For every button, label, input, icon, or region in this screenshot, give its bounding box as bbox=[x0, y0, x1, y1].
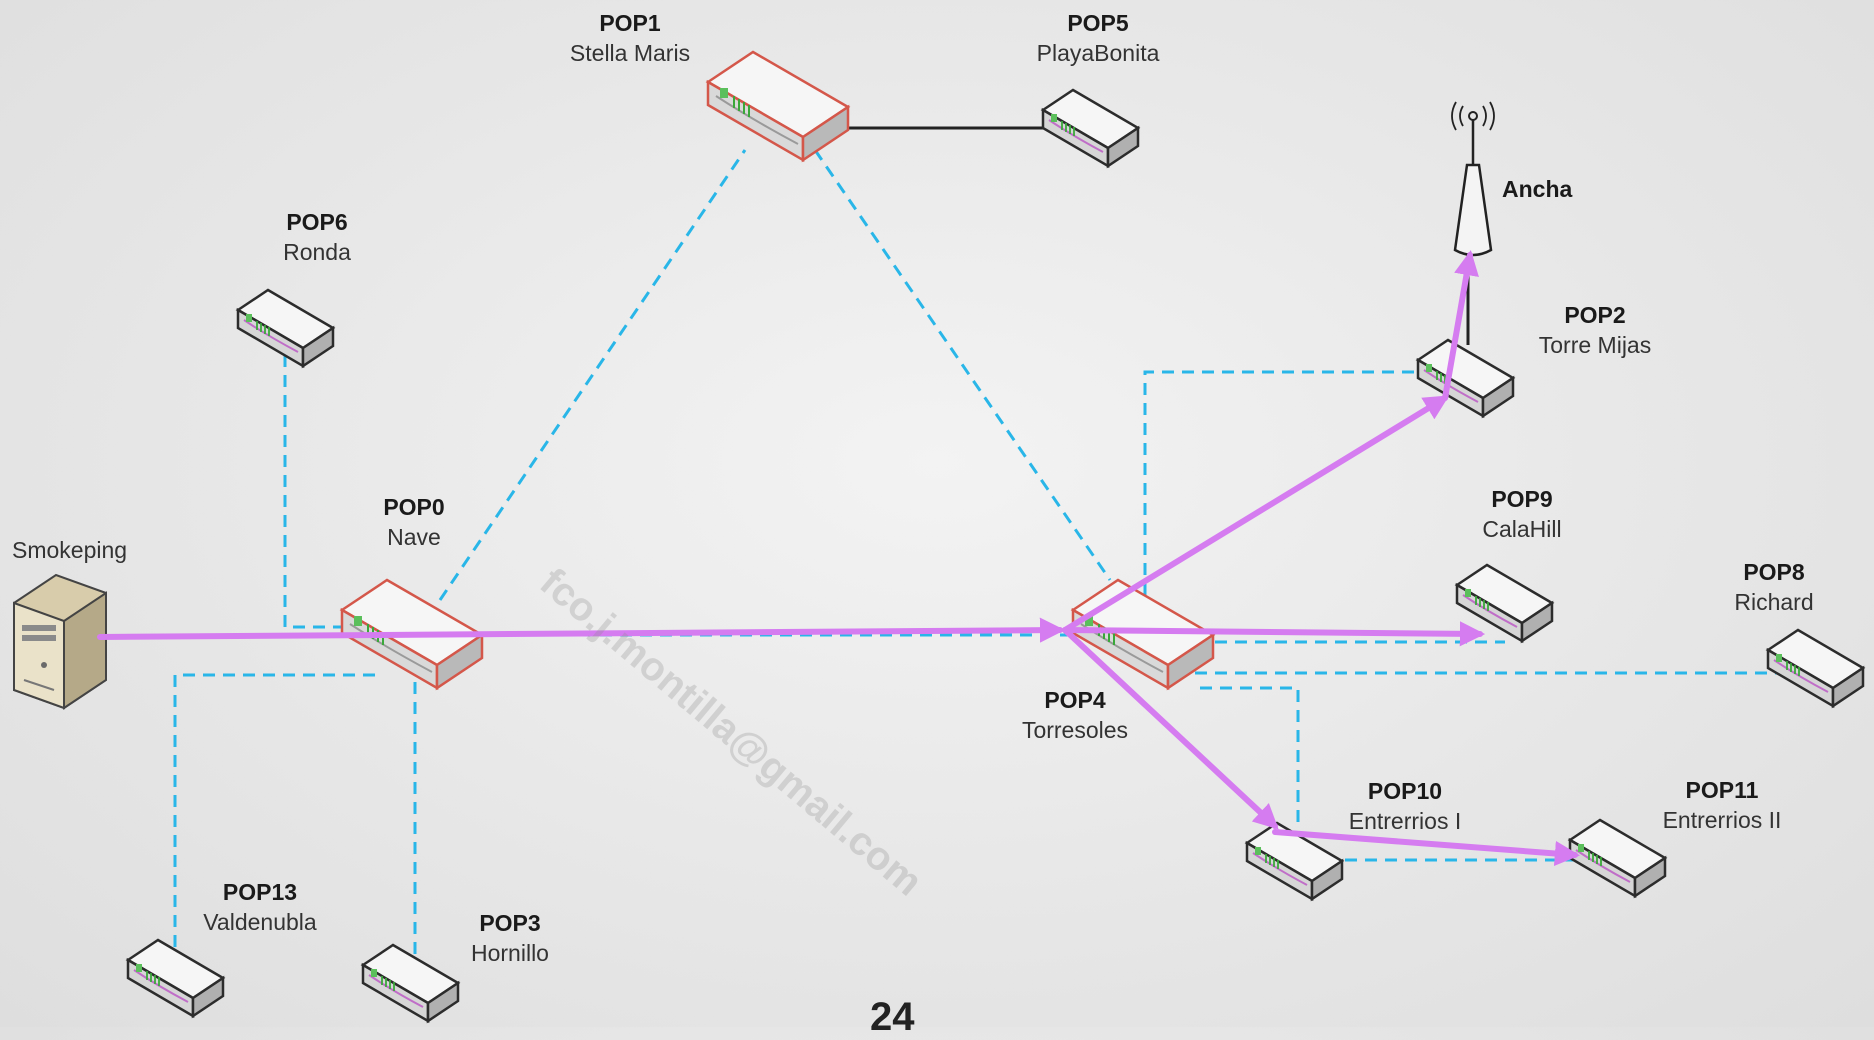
route-pop4-pop2 bbox=[1062, 395, 1450, 633]
link-pop1-pop4 bbox=[813, 149, 1112, 581]
pop1-router-icon bbox=[706, 50, 850, 162]
pop11-label: POP11 Entrerrios II bbox=[1644, 775, 1800, 835]
pop3-name: POP3 bbox=[479, 910, 541, 936]
pop9-name: POP9 bbox=[1491, 486, 1553, 512]
route-pop2-antenna bbox=[1442, 250, 1479, 401]
pop9-device-icon bbox=[1455, 563, 1554, 643]
pop5-site: PlayaBonita bbox=[1036, 40, 1160, 66]
pop11-site: Entrerrios II bbox=[1662, 807, 1782, 833]
smokeping-label: Smokeping bbox=[12, 537, 128, 563]
route-smokeping-pop4 bbox=[97, 617, 1066, 643]
pop3-device-icon bbox=[361, 943, 460, 1023]
page-number: 24 bbox=[870, 995, 915, 1039]
pop2-label: POP2 Torre Mijas bbox=[1525, 300, 1665, 360]
pop6-site: Ronda bbox=[283, 239, 351, 265]
pop2-site: Torre Mijas bbox=[1538, 332, 1652, 358]
route-pop10-pop11 bbox=[1272, 829, 1581, 867]
link-pop0-pop1 bbox=[438, 149, 747, 601]
pop4-site: Torresoles bbox=[1021, 717, 1129, 743]
link-pop6-pop0 bbox=[283, 355, 370, 629]
pop8-name: POP8 bbox=[1743, 559, 1805, 585]
pop5-name: POP5 bbox=[1067, 10, 1129, 36]
pop4-label: POP4 Torresoles bbox=[1010, 685, 1140, 745]
pop2-name: POP2 bbox=[1564, 302, 1626, 328]
route-pop4-pop10 bbox=[1062, 627, 1279, 830]
pop10-name: POP10 bbox=[1367, 778, 1443, 804]
antenna-icon bbox=[1451, 101, 1495, 257]
pop0-site: Nave bbox=[387, 524, 441, 550]
pop10-site: Entrerrios I bbox=[1348, 808, 1462, 834]
pop8-label: POP8 Richard bbox=[1714, 557, 1834, 617]
pop6-device-icon bbox=[236, 288, 335, 368]
route-paths bbox=[97, 250, 1581, 867]
pop13-name: POP13 bbox=[222, 879, 298, 905]
pop3-label: POP3 Hornillo bbox=[455, 908, 565, 968]
pop9-label: POP9 CalaHill bbox=[1462, 484, 1582, 544]
pop13-device-icon bbox=[126, 938, 225, 1018]
smokeping-server bbox=[13, 573, 107, 710]
pop6-name: POP6 bbox=[286, 209, 348, 235]
pop3-site: Hornillo bbox=[471, 940, 549, 966]
pop5-device-icon bbox=[1041, 88, 1140, 168]
pop1-label: POP1 Stella Maris bbox=[560, 8, 700, 68]
link-pop4-pop10 bbox=[1200, 686, 1300, 825]
dashed-links bbox=[173, 149, 1785, 960]
pop6-label: POP6 Ronda bbox=[257, 207, 377, 267]
pop9-site: CalaHill bbox=[1482, 516, 1562, 542]
route-pop4-pop9 bbox=[1062, 621, 1486, 647]
pop11-name: POP11 bbox=[1685, 777, 1759, 803]
antenna-label: Ancha bbox=[1502, 176, 1573, 202]
pop8-device-icon bbox=[1766, 628, 1865, 708]
pop4-name: POP4 bbox=[1044, 687, 1106, 713]
pop5-label: POP5 PlayaBonita bbox=[1028, 8, 1168, 68]
pop13-label: POP13 Valdenubla bbox=[185, 877, 335, 937]
pop0-label: POP0 Nave bbox=[354, 492, 474, 552]
pop1-site: Stella Maris bbox=[569, 40, 691, 66]
pop1-name: POP1 bbox=[599, 10, 661, 36]
pop0-name: POP0 bbox=[383, 494, 445, 520]
link-pop0-pop13 bbox=[173, 673, 375, 955]
pop8-site: Richard bbox=[1734, 589, 1814, 615]
link-pop4-pop2 bbox=[1143, 370, 1425, 595]
solid-links bbox=[845, 126, 1470, 345]
pop13-site: Valdenubla bbox=[203, 909, 317, 935]
pop10-label: POP10 Entrerrios I bbox=[1330, 776, 1480, 836]
